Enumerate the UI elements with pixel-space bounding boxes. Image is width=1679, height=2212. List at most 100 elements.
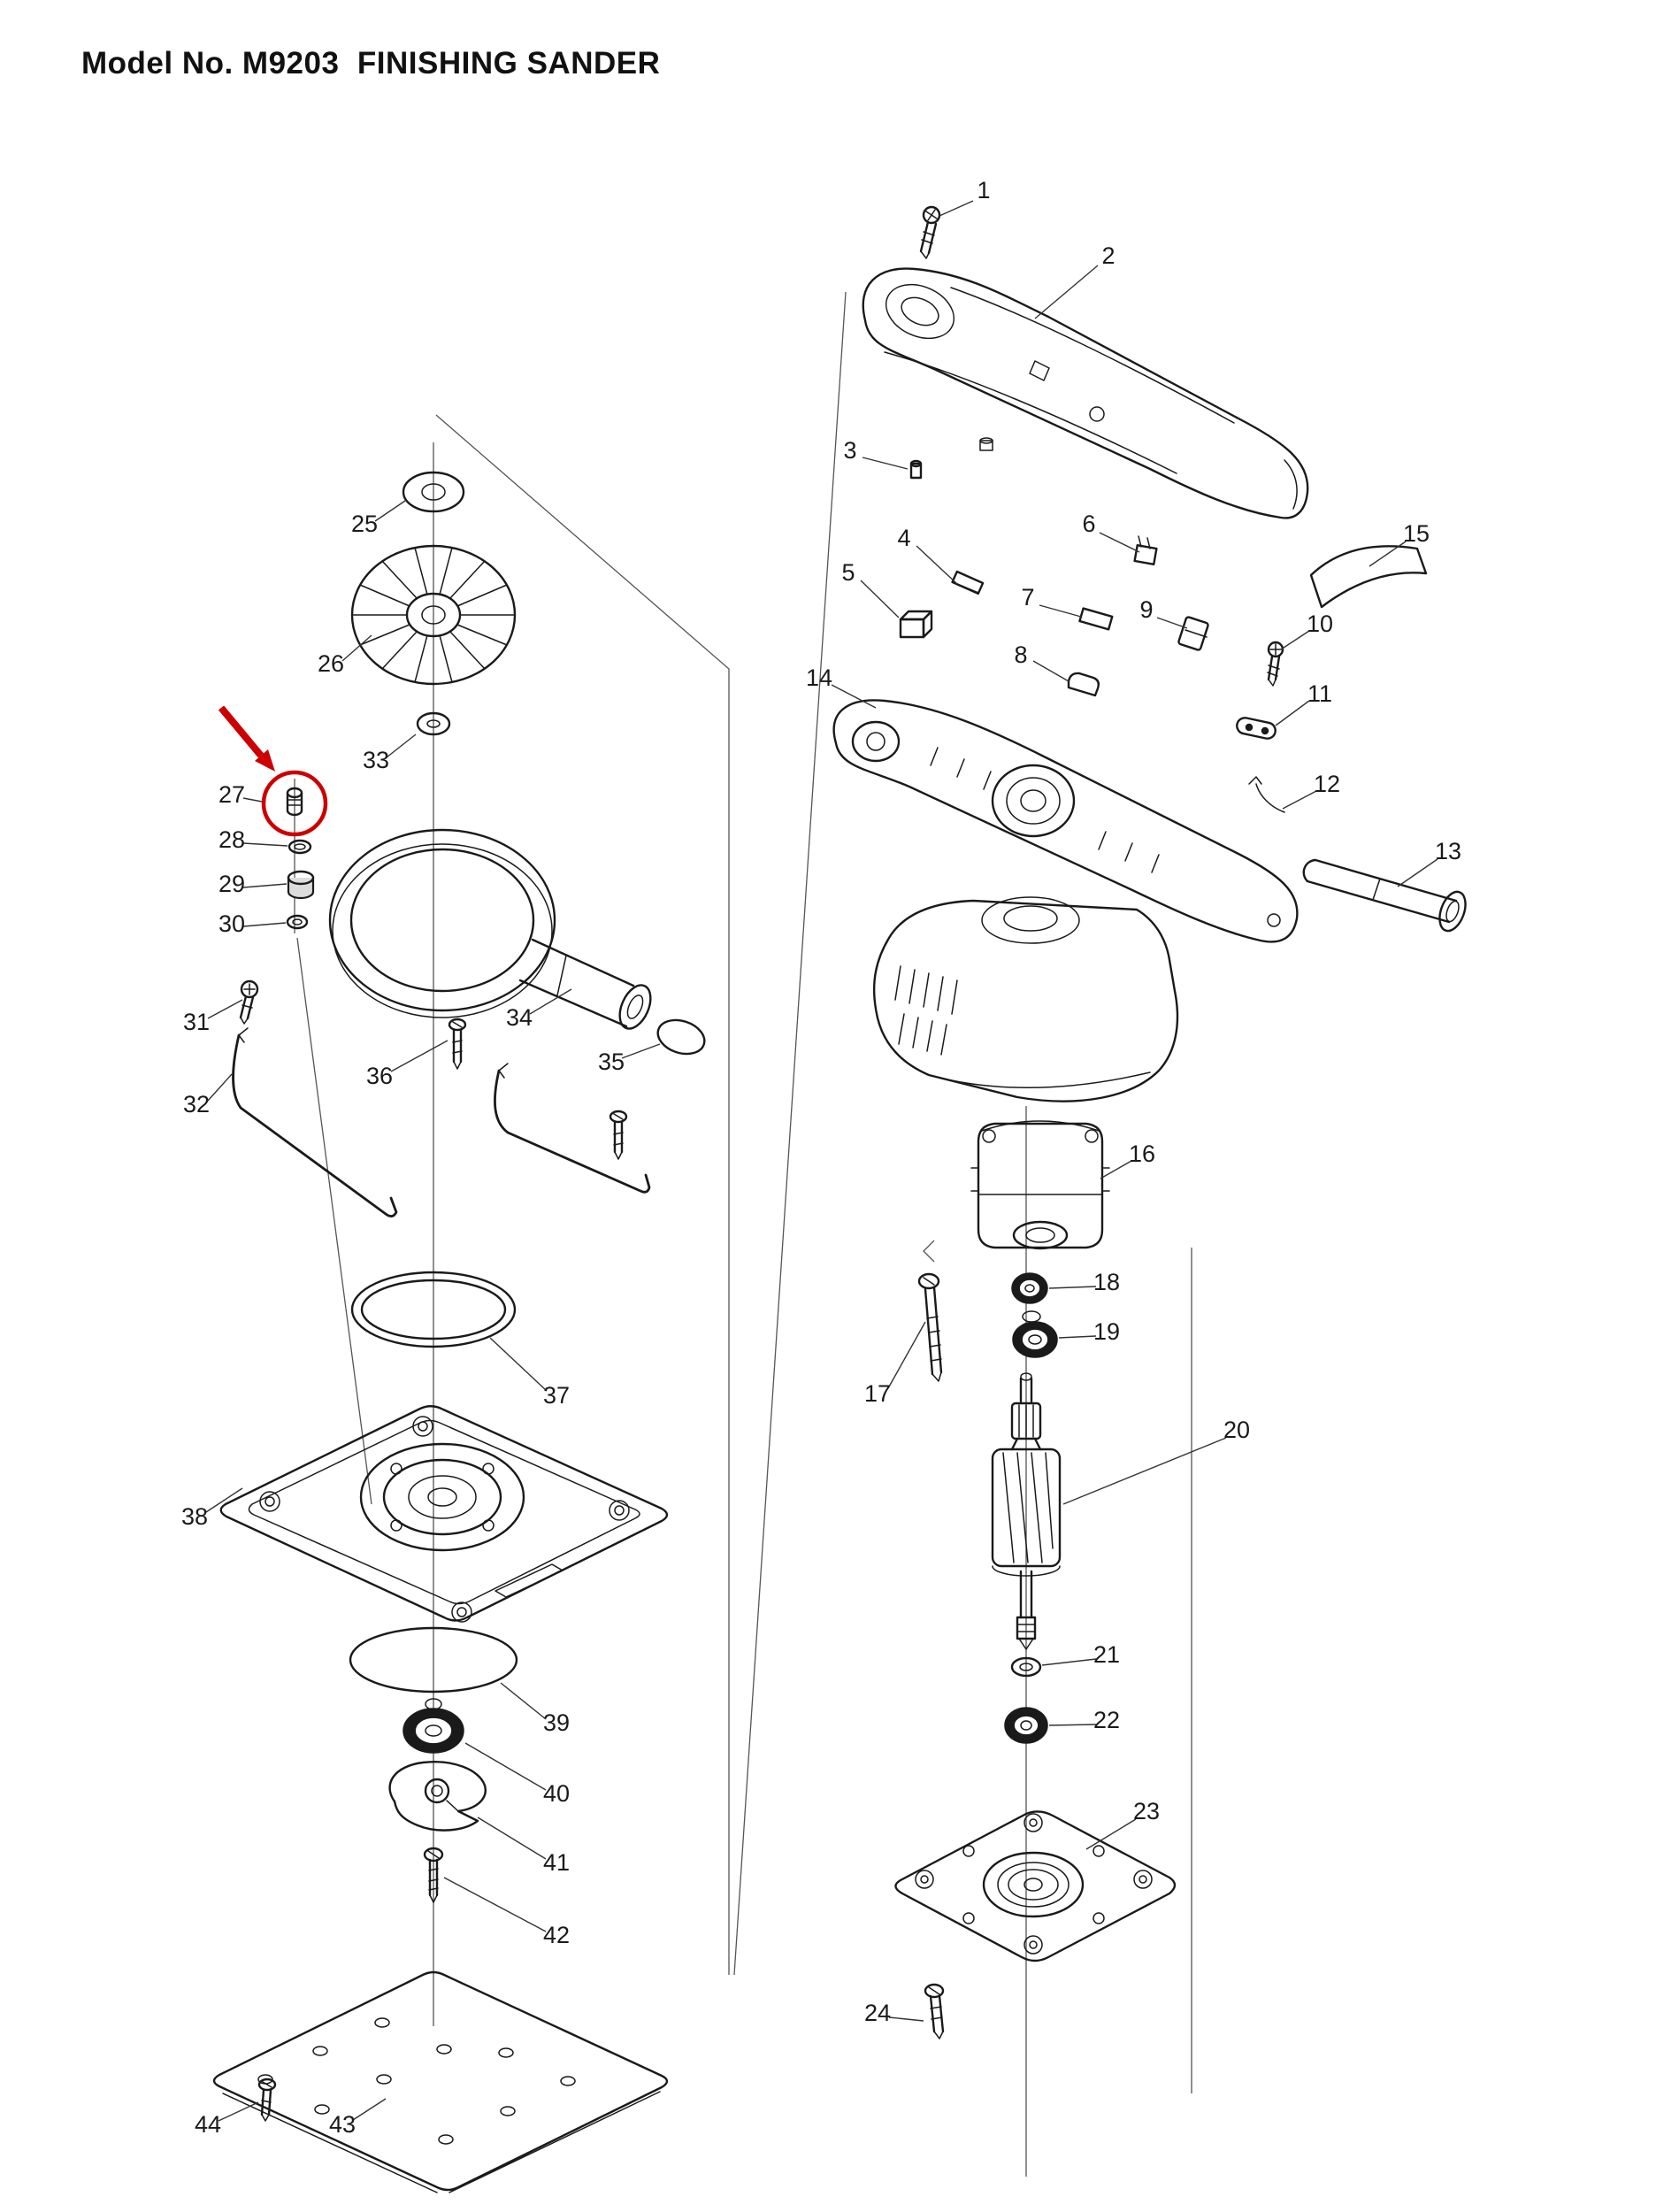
part-3-pin (909, 437, 993, 480)
part-15-name-plate (1309, 545, 1428, 609)
part-2-top-housing (862, 267, 1309, 519)
part-number-42: 42 (543, 1922, 570, 1948)
leader-line-18 (1048, 1286, 1097, 1289)
construction-lines (294, 291, 1192, 2177)
part-30-o-ring (286, 914, 309, 930)
part-39-felt-disc (349, 1626, 518, 1694)
part-number-1: 1 (977, 177, 990, 204)
leader-line-43 (352, 2098, 387, 2121)
leader-line-13 (1397, 858, 1438, 887)
part-number-26: 26 (318, 650, 344, 677)
part-number-11: 11 (1307, 680, 1332, 707)
part-number-41: 41 (543, 1849, 570, 1876)
leader-line-39 (500, 1682, 547, 1720)
leader-line-28 (242, 842, 288, 847)
part-number-7: 7 (1021, 584, 1034, 611)
part-4-brush-holder (951, 570, 985, 595)
part-12-spring (1248, 776, 1285, 813)
leader-line-22 (1048, 1724, 1097, 1726)
part-number-25: 25 (351, 511, 378, 537)
part-35-o-ring (656, 1018, 706, 1056)
leader-line-10 (1280, 630, 1310, 650)
part-number-29: 29 (218, 871, 245, 897)
part-highlight (218, 705, 328, 837)
leader-line-6 (1099, 532, 1140, 553)
leader-line-38 (205, 1487, 243, 1513)
part-18-bearing (1011, 1272, 1048, 1304)
part-number-27: 27 (218, 781, 245, 808)
leader-line-20 (1062, 1437, 1227, 1505)
part-44-screw (257, 2078, 277, 2122)
leader-line-30 (242, 922, 287, 927)
part-number-39: 39 (543, 1709, 570, 1736)
leader-line-41 (477, 1816, 547, 1860)
part-23-bearing-box-base (894, 1810, 1177, 1962)
part-number-23: 23 (1133, 1798, 1160, 1824)
page-title: Model No. M9203 FINISHING SANDER (81, 46, 661, 81)
part-number-24: 24 (864, 2000, 891, 2026)
leader-line-4 (916, 545, 958, 585)
part-number-36: 36 (366, 1063, 393, 1089)
part-number-30: 30 (218, 910, 245, 937)
leader-line-17 (887, 1321, 926, 1389)
part-16-field (970, 1120, 1110, 1250)
part-number-16: 16 (1129, 1141, 1155, 1167)
part-number-44: 44 (195, 2111, 221, 2138)
leader-line-44 (218, 2101, 259, 2122)
leader-line-7 (1039, 604, 1082, 618)
part-number-12: 12 (1314, 771, 1340, 797)
leader-line-9 (1156, 617, 1188, 629)
part-number-4: 4 (897, 525, 910, 551)
part-number-10: 10 (1307, 611, 1333, 637)
part-number-38: 38 (181, 1503, 208, 1530)
part-number-20: 20 (1223, 1417, 1250, 1443)
part-21-washer (1010, 1656, 1042, 1678)
part-number-8: 8 (1014, 641, 1027, 668)
part-37-rubber-ring (350, 1271, 517, 1348)
part-33-washer (416, 711, 451, 736)
part-13-cord-guard (1302, 858, 1467, 933)
part-36-screw (448, 1018, 628, 1160)
part-number-15: 15 (1403, 520, 1430, 547)
part-number-31: 31 (183, 1009, 210, 1035)
part-27-pin (286, 787, 303, 817)
highlight-circle (261, 770, 328, 837)
part-5-carbon-brush (899, 610, 933, 639)
part-28-ring (288, 839, 312, 855)
part-29-sleeve (287, 870, 315, 900)
part-number-3: 3 (843, 437, 856, 464)
part-6-switch (1133, 535, 1158, 565)
part-43-base-plate (212, 1970, 669, 2193)
leader-line-32 (207, 1073, 233, 1102)
leader-line-21 (1041, 1658, 1097, 1666)
part-19-bearing (1012, 1310, 1058, 1358)
leader-line-24 (888, 2016, 924, 2022)
highlight-arrow-icon (255, 749, 275, 772)
leader-line-25 (374, 500, 406, 522)
leader-line-16 (1100, 1160, 1132, 1179)
leader-line-40 (464, 1742, 547, 1791)
leader-line-42 (443, 1877, 547, 1932)
leader-line-14 (831, 684, 877, 709)
leader-line-2 (1034, 265, 1099, 319)
part-number-43: 43 (329, 2111, 356, 2138)
part-31-screw (239, 979, 259, 1025)
part-number-21: 21 (1093, 1641, 1120, 1668)
part-number-32: 32 (183, 1091, 210, 1118)
part-number-14: 14 (806, 664, 832, 691)
part-number-6: 6 (1082, 511, 1095, 537)
part-number-13: 13 (1435, 838, 1461, 864)
leader-line-5 (860, 580, 900, 618)
part-38-pad-base (219, 1405, 669, 1623)
part-26-fan (350, 544, 517, 686)
leader-line-37 (489, 1337, 548, 1392)
part-25-washer (402, 471, 465, 513)
leader-line-29 (242, 883, 288, 888)
part-number-17: 17 (864, 1380, 891, 1407)
part-11-cord-clamp (1236, 717, 1276, 740)
part-number-33: 33 (363, 747, 389, 773)
leader-line-33 (386, 733, 417, 758)
part-number-22: 22 (1093, 1707, 1120, 1733)
leader-line-26 (341, 634, 372, 662)
part-number-19: 19 (1093, 1318, 1120, 1345)
